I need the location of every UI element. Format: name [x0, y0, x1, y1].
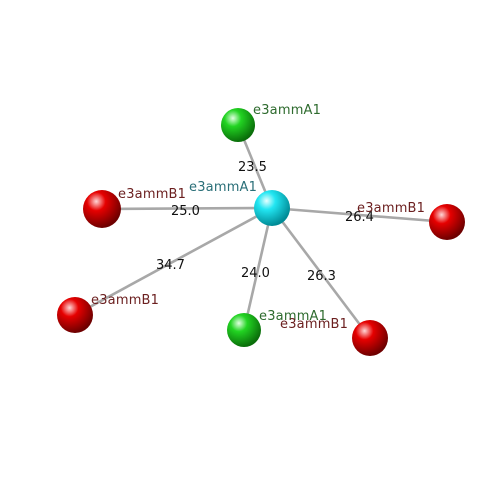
node-green-bottom[interactable]: [227, 313, 261, 347]
distance-label-red-bottom-right: 26.3: [307, 269, 336, 284]
node-label-red-lower-left: e3ammB1: [91, 293, 159, 308]
node-label-center: e3ammA1: [189, 180, 257, 195]
node-red-lower-left[interactable]: [57, 297, 93, 333]
distance-labels: 23.5 25.0 26.4 34.7 24.0 26.3: [156, 160, 374, 284]
node-green-top[interactable]: [221, 108, 255, 142]
node-label-green-top: e3ammA1: [253, 103, 321, 118]
bond-red-bottom-right: [270, 206, 372, 340]
node-labels: e3ammA1 e3ammB1 e3ammA1 e3ammB1 e3ammB1 …: [91, 103, 425, 332]
node-center[interactable]: [254, 190, 290, 226]
distance-label-red-right: 26.4: [345, 210, 374, 225]
distance-label-green-top: 23.5: [238, 160, 267, 175]
node-red-right[interactable]: [429, 204, 465, 240]
distance-label-red-lower-left: 34.7: [156, 258, 185, 273]
bond-red-right: [270, 206, 449, 224]
bonds: [73, 123, 449, 340]
distance-label-red-left: 25.0: [171, 204, 200, 219]
node-label-red-left: e3ammB1: [118, 187, 186, 202]
distance-label-green-bottom: 24.0: [241, 266, 270, 281]
node-label-green-bottom: e3ammA1: [259, 309, 327, 324]
node-red-bottom-right[interactable]: [352, 320, 388, 356]
bond-green-bottom: [242, 206, 274, 332]
spheres: [57, 108, 465, 356]
node-red-left[interactable]: [83, 190, 121, 228]
node-label-red-right: e3ammB1: [357, 201, 425, 216]
bond-red-left: [100, 206, 274, 211]
bond-red-lower-left: [73, 206, 274, 317]
node-label-red-bottom-right: e3ammB1: [280, 317, 348, 332]
